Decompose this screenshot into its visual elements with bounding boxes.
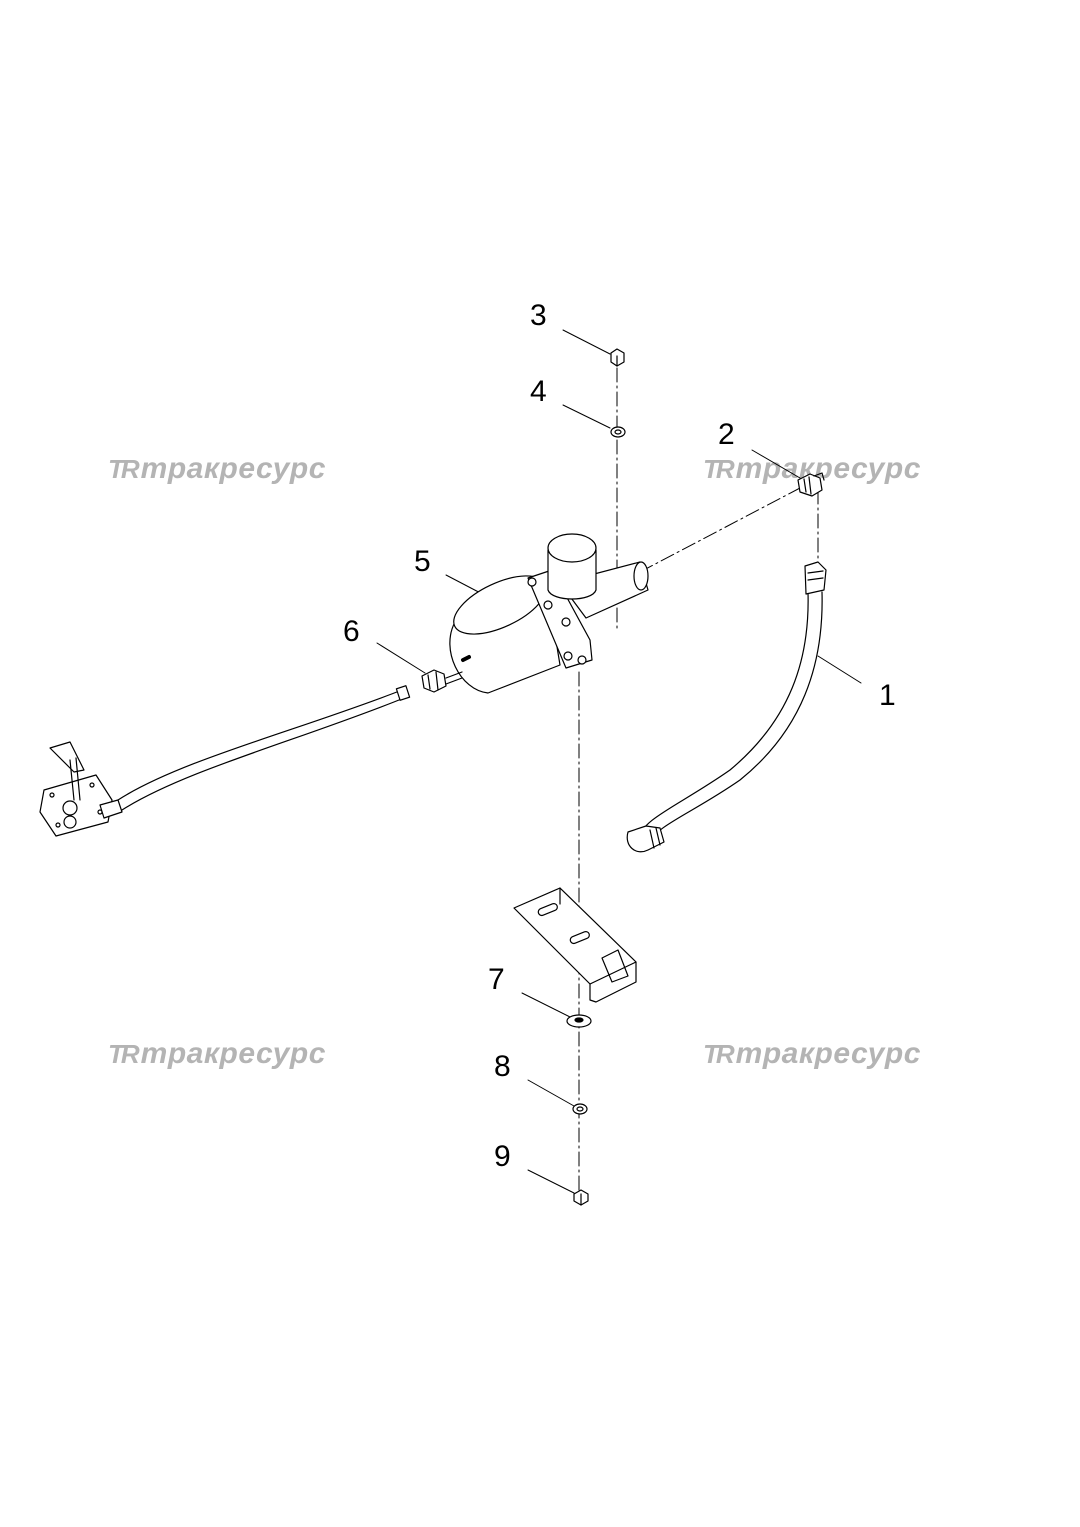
- part-4-washer: [610, 426, 626, 438]
- pedal-assembly: [39, 741, 123, 837]
- callout-7: 7: [488, 963, 505, 996]
- watermark-text: тракресурс: [140, 1037, 326, 1070]
- part-9-nut: [573, 1189, 589, 1206]
- watermark-text: тракресурс: [735, 1037, 921, 1070]
- assembly-axis-lines: [578, 367, 819, 1196]
- mounting-bracket: [513, 887, 637, 1003]
- watermark-logo: TR: [703, 454, 735, 484]
- watermark-text: тракресурс: [735, 452, 921, 485]
- part-1-hose: [626, 561, 827, 853]
- leader-lines: [376, 329, 862, 1194]
- part-5-clutch-booster: [449, 533, 649, 694]
- callout-5: 5: [414, 545, 431, 578]
- callout-6: 6: [343, 615, 360, 648]
- pedal-line: [117, 685, 411, 811]
- callout-3: 3: [530, 299, 547, 332]
- callout-2: 2: [718, 418, 735, 451]
- callout-1: 1: [879, 679, 896, 712]
- watermark-text: тракресурс: [140, 452, 326, 485]
- watermark-logo: TR: [703, 1039, 735, 1069]
- callout-4: 4: [530, 375, 547, 408]
- callout-8: 8: [494, 1050, 511, 1083]
- part-8-spring-washer: [572, 1103, 588, 1115]
- watermark-logo: TR: [108, 1039, 140, 1069]
- callout-9: 9: [494, 1140, 511, 1173]
- part-3-bolt: [610, 348, 625, 367]
- part-7-washer: [566, 1014, 592, 1028]
- part-6-union-fitting: [421, 669, 463, 693]
- part-2-elbow-fitting: [797, 472, 825, 497]
- watermark-logo: TR: [108, 454, 140, 484]
